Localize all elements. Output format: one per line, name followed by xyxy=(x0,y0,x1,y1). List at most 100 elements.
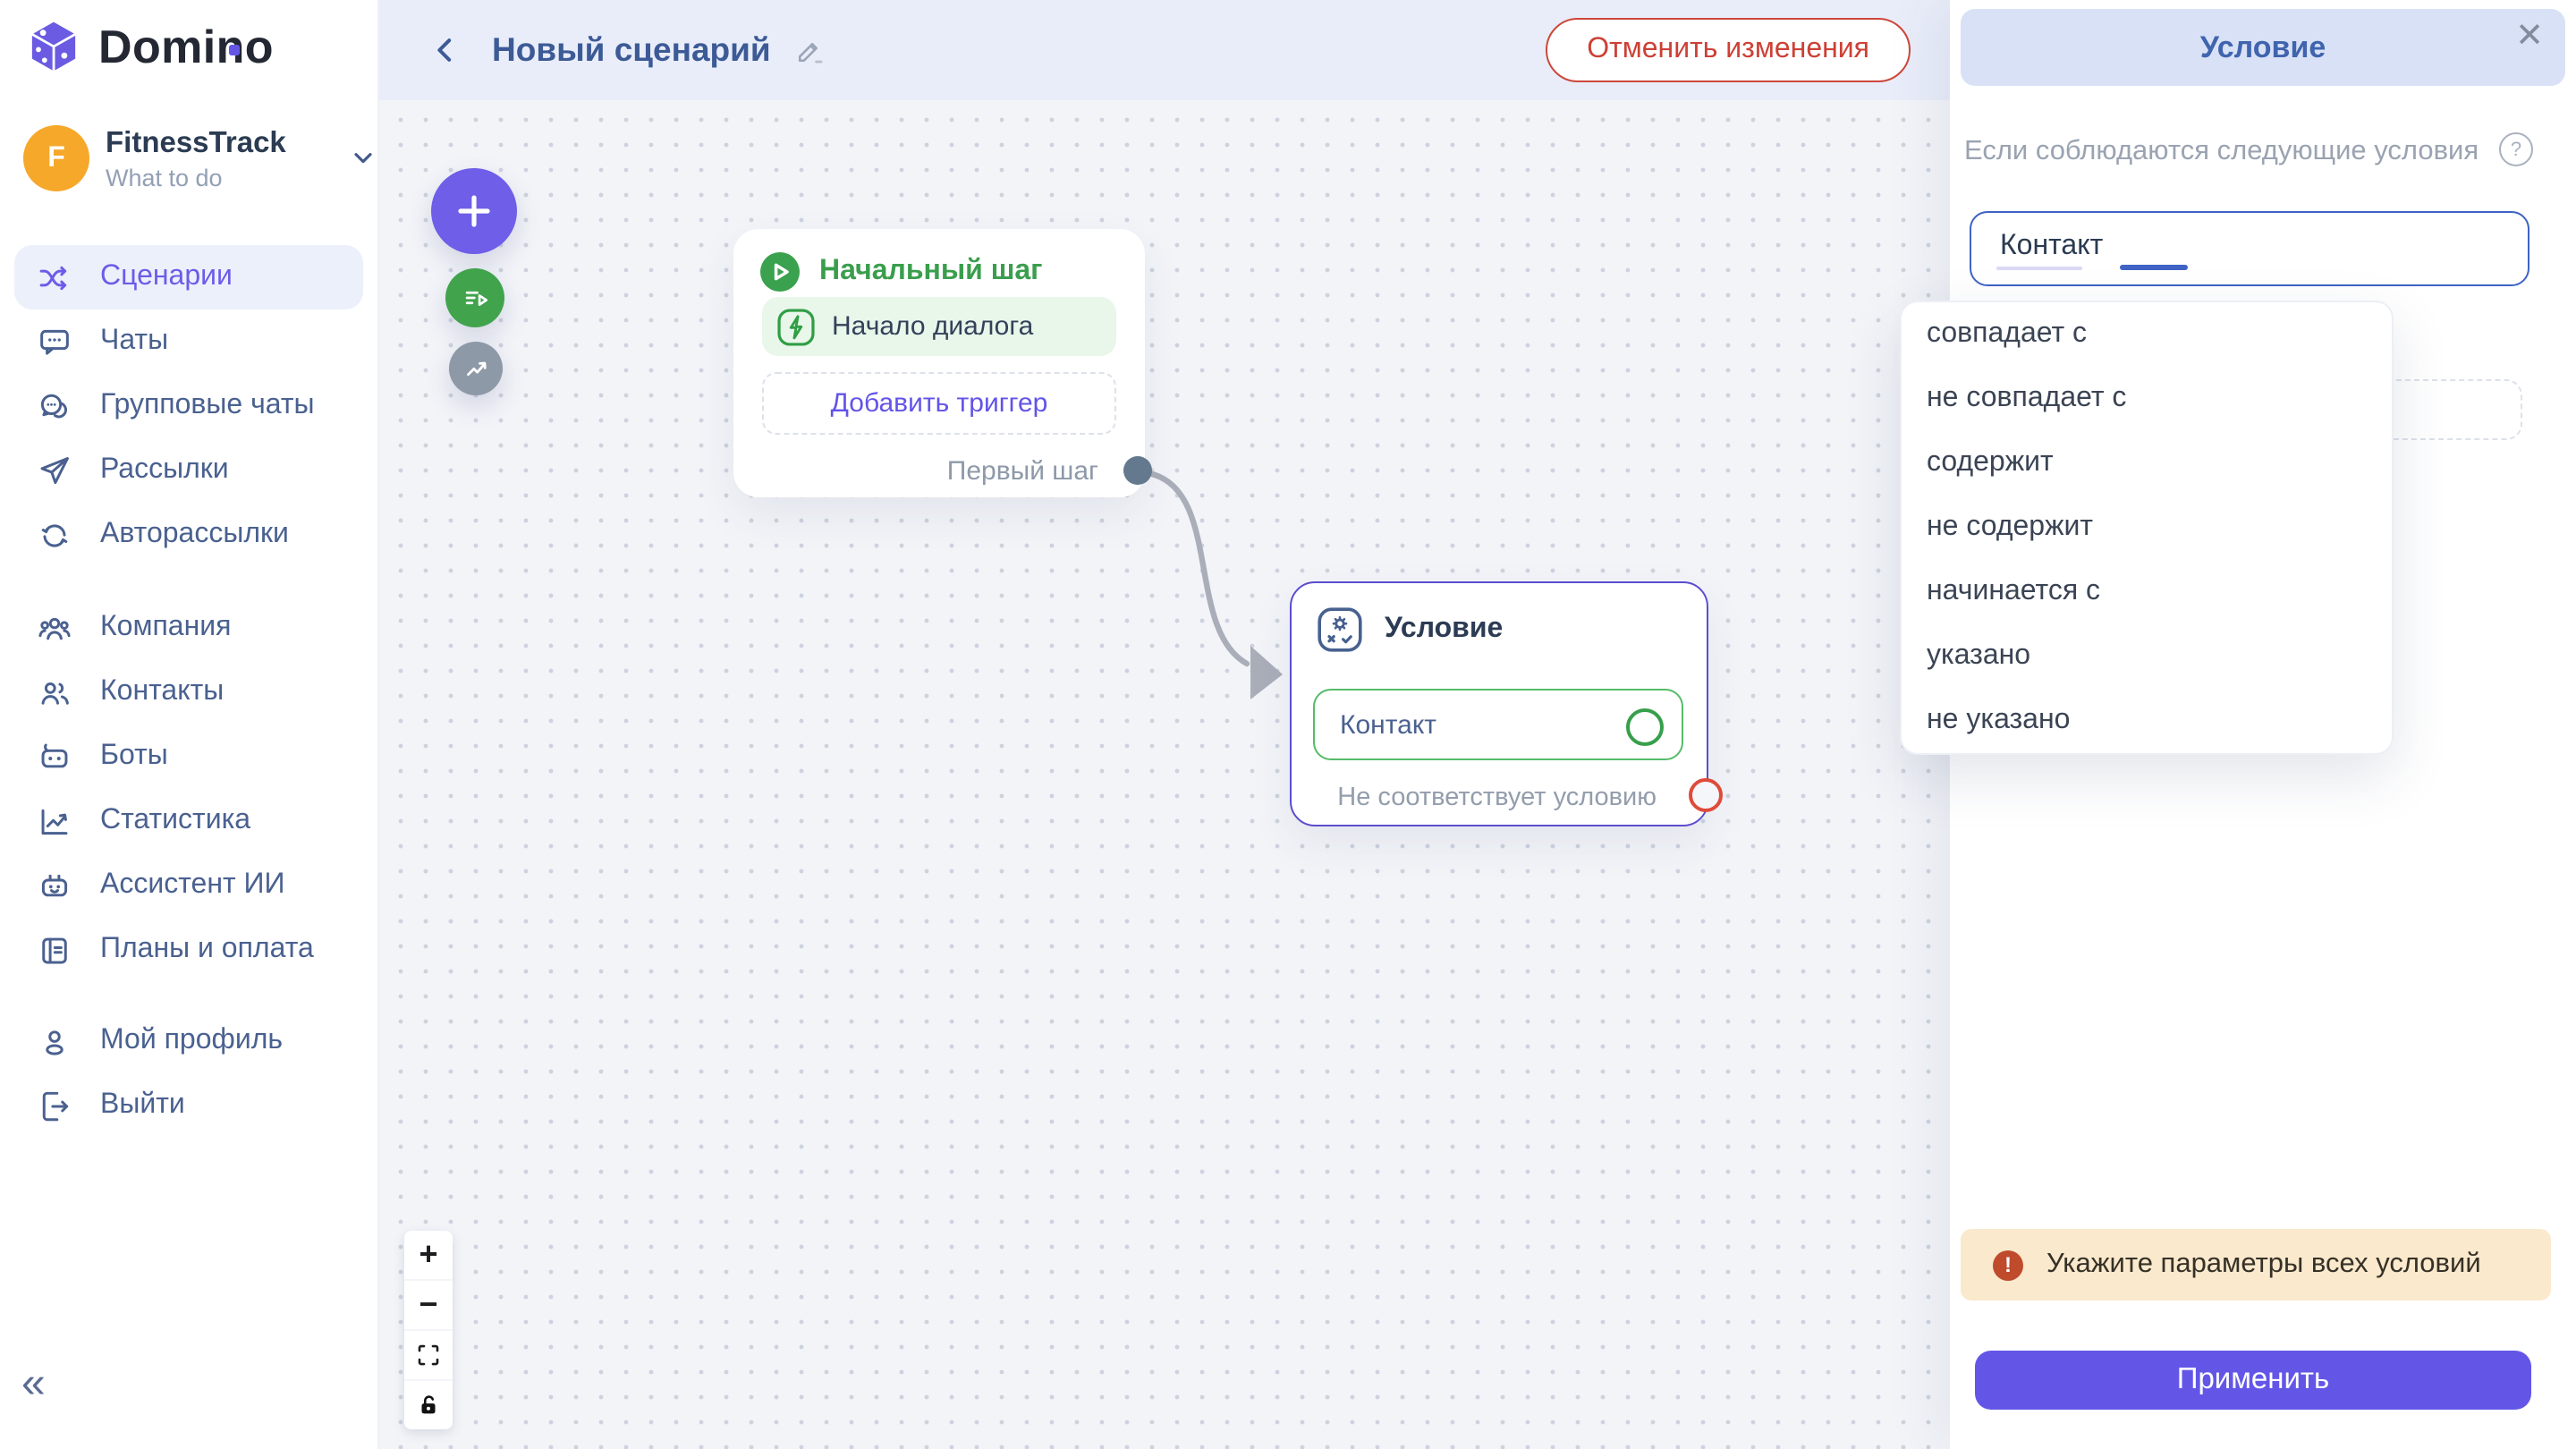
ai-assistant-icon xyxy=(41,873,68,896)
sidebar: Domino F FitnessTrack What to do Сценари… xyxy=(0,0,377,1449)
edit-pencil-icon[interactable] xyxy=(792,33,826,67)
play-circle-icon xyxy=(760,252,800,292)
billing-icon xyxy=(42,936,67,963)
sidebar-item-group-chats[interactable]: Групповые чаты xyxy=(14,374,363,438)
zoom-out-button[interactable]: − xyxy=(404,1281,453,1329)
stats-overlay-button[interactable] xyxy=(449,342,503,395)
trigger-chip-label: Начало диалога xyxy=(832,311,1034,342)
condition-field-input[interactable]: Контакт xyxy=(1970,211,2529,286)
sidebar-item-plans-billing[interactable]: Планы и оплата xyxy=(14,918,363,982)
first-step-output-port[interactable] xyxy=(1123,456,1152,485)
add-step-button[interactable] xyxy=(431,168,517,254)
condition-row-label: Контакт xyxy=(1340,709,1437,740)
condition-node[interactable]: Условие Контакт Не соответствует условию xyxy=(1290,581,1723,826)
sidebar-item-label: Рассылки xyxy=(100,454,229,485)
trending-up-icon xyxy=(466,360,486,376)
sidebar-item-logout[interactable]: Выйти xyxy=(14,1073,363,1138)
sidebar-item-label: Выйти xyxy=(100,1089,185,1120)
operator-input-underline xyxy=(2120,265,2188,270)
contacts-icon xyxy=(41,682,69,704)
start-node-title: Начальный шаг xyxy=(819,256,1043,286)
sidebar-item-label: Групповые чаты xyxy=(100,390,315,420)
unlock-icon xyxy=(421,1395,436,1414)
sidebar-item-label: Контакты xyxy=(100,676,225,707)
sidebar-item-contacts[interactable]: Контакты xyxy=(14,660,363,724)
condition-rules-icon xyxy=(1318,607,1362,652)
canvas-topbar: Новый сценарий Отменить изменения xyxy=(377,0,1950,100)
group-chat-icon xyxy=(40,393,67,418)
sidebar-item-scenarios[interactable]: Сценарии xyxy=(14,245,363,309)
panel-title: Условие xyxy=(2199,30,2326,64)
sidebar-item-broadcasts[interactable]: Рассылки xyxy=(14,438,363,503)
dropdown-option-not-contains[interactable]: не содержит xyxy=(1927,512,2094,542)
condition-field-value: Контакт xyxy=(2000,231,2104,261)
sidebar-item-label: Ассистент ИИ xyxy=(100,869,285,900)
condition-node-title: Условие xyxy=(1385,614,1504,644)
sidebar-item-my-profile[interactable]: Мой профиль xyxy=(14,1009,363,1073)
logout-icon xyxy=(42,1090,69,1121)
sidebar-item-chats[interactable]: Чаты xyxy=(14,309,363,374)
condition-fail-label: Не соответствует условию xyxy=(1337,784,1657,812)
sidebar-item-label: Статистика xyxy=(100,805,251,835)
start-node-header: Начальный шаг xyxy=(758,250,1043,293)
fullscreen-icon xyxy=(418,1344,439,1366)
add-trigger-button[interactable]: Добавить триггер xyxy=(762,372,1116,435)
workspace-avatar: F xyxy=(23,125,89,191)
brand[interactable]: Domino xyxy=(23,16,274,77)
sidebar-item-ai-assistant[interactable]: Ассистент ИИ xyxy=(14,853,363,918)
sidebar-item-label: Мой профиль xyxy=(100,1025,284,1055)
condition-row[interactable]: Контакт xyxy=(1313,689,1683,760)
sidebar-item-label: Авторассылки xyxy=(100,519,289,549)
sidebar-menu-secondary: Компания Контакты Боты xyxy=(14,596,363,982)
start-step-node[interactable]: Начальный шаг Начало диалога Добавить тр… xyxy=(733,229,1152,497)
sidebar-item-auto-broadcasts[interactable]: Авторассылки xyxy=(14,503,363,567)
bot-icon xyxy=(41,742,68,767)
sidebar-item-bots[interactable]: Боты xyxy=(14,724,363,789)
dropdown-option-is-not-set[interactable]: не указано xyxy=(1927,705,2071,735)
operator-dropdown: совпадает с не совпадает с содержит не с… xyxy=(1900,301,2394,755)
brand-name: Domino xyxy=(98,19,274,72)
page-title: Новый сценарий xyxy=(492,30,771,68)
field-token-underline xyxy=(1996,266,2082,270)
profile-icon xyxy=(46,1030,64,1055)
apply-button[interactable]: Применить xyxy=(1975,1351,2531,1410)
dropdown-option-equals[interactable]: совпадает с xyxy=(1927,318,2088,349)
canvas-dot-grid xyxy=(377,100,1950,1449)
lightning-icon xyxy=(777,308,815,345)
help-icon[interactable]: ? xyxy=(2499,132,2533,166)
sidebar-item-statistics[interactable]: Статистика xyxy=(14,789,363,853)
condition-fail-port[interactable] xyxy=(1689,778,1723,812)
trigger-chip[interactable]: Начало диалога xyxy=(762,297,1116,356)
sidebar-item-label: Чаты xyxy=(100,326,169,356)
zoom-in-button[interactable]: + xyxy=(404,1231,453,1279)
chat-icon xyxy=(40,328,69,354)
warning-text: Укажите параметры всех условий xyxy=(2046,1249,2481,1279)
close-icon[interactable]: ✕ xyxy=(2515,18,2544,55)
back-icon[interactable] xyxy=(428,32,463,68)
send-icon xyxy=(40,456,69,484)
canvas-zoom-controls: + − xyxy=(404,1231,453,1429)
sidebar-item-label: Боты xyxy=(100,741,168,771)
cancel-changes-button[interactable]: Отменить изменения xyxy=(1546,18,1911,82)
auto-resend-icon xyxy=(41,523,68,547)
scenario-canvas[interactable]: Новый сценарий Отменить изменения xyxy=(377,0,1950,1449)
company-icon xyxy=(38,616,71,640)
lock-canvas-button[interactable] xyxy=(404,1381,453,1429)
sidebar-collapse-button[interactable]: « xyxy=(21,1360,46,1408)
dropdown-option-starts-with[interactable]: начинается с xyxy=(1927,576,2101,606)
domino-logo-icon xyxy=(30,19,78,74)
sidebar-item-company[interactable]: Компания xyxy=(14,596,363,660)
workspace-name: FitnessTrack xyxy=(106,127,286,159)
dropdown-option-not-equals[interactable]: не совпадает с xyxy=(1927,383,2127,413)
validation-warning: ! Укажите параметры всех условий xyxy=(1961,1229,2551,1301)
chevron-down-icon xyxy=(354,153,372,164)
workspace-switcher[interactable]: F FitnessTrack What to do xyxy=(0,122,377,204)
playlist-play-icon xyxy=(465,291,488,306)
condition-true-port[interactable] xyxy=(1626,708,1664,746)
dropdown-option-is-set[interactable]: указано xyxy=(1927,640,2031,671)
steps-list-button[interactable] xyxy=(445,268,504,327)
fit-view-button[interactable] xyxy=(404,1331,453,1379)
dropdown-option-contains[interactable]: содержит xyxy=(1927,447,2054,478)
sidebar-menu-main: Сценарии Чаты Групповые чаты xyxy=(14,245,363,567)
